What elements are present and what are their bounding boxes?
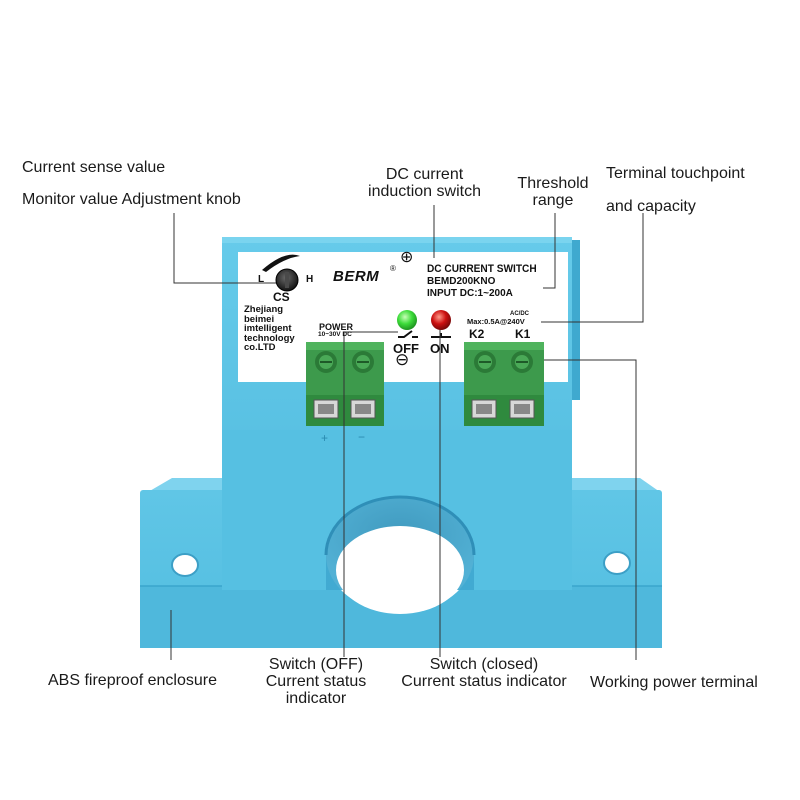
plus-mark: + bbox=[321, 431, 329, 445]
maker-line5: co.LTD bbox=[244, 342, 276, 353]
rating-label: Max:0.5A@240V bbox=[467, 317, 525, 326]
annotation-switch-off-line1: Switch (OFF) bbox=[268, 656, 364, 673]
on-label: ON bbox=[430, 341, 450, 356]
brand-registered-mark: ® bbox=[390, 264, 396, 273]
annotation-dc-switch-line2: induction switch bbox=[368, 183, 481, 200]
plus-symbol: ⊕ bbox=[400, 249, 414, 266]
maker-line4: technology bbox=[244, 332, 295, 344]
annotation-switch-off-line3: indicator bbox=[285, 690, 347, 707]
knob-name-label: CS bbox=[273, 290, 290, 304]
maker-block: Zhejiang beimei imtelligent technology c… bbox=[244, 305, 295, 353]
maker-line3: imtelligent bbox=[244, 323, 292, 334]
leader-terminal bbox=[541, 213, 644, 323]
led-off-indicator bbox=[397, 310, 417, 330]
power-label: POWER bbox=[319, 322, 354, 332]
annotation-sense-value: Current sense value bbox=[22, 159, 166, 176]
leader-power-terminal bbox=[544, 359, 637, 660]
device-title: DC CURRENT SWITCH bbox=[427, 263, 537, 275]
annotation-adjust-knob: Monitor value Adjustment knob bbox=[22, 191, 241, 208]
annotation-power-terminal: Working power terminal bbox=[590, 674, 758, 691]
leader-threshold bbox=[543, 213, 556, 289]
annotation-terminal: Terminal touchpoint and capacity bbox=[606, 157, 745, 223]
annotation-switch-off: Switch (OFF) Current status indicator bbox=[257, 656, 375, 707]
maker-line1: Zhejiang bbox=[244, 304, 284, 315]
annotation-dc-switch: DC current induction switch bbox=[362, 166, 487, 200]
minus-mark: − bbox=[358, 430, 366, 444]
led-on-indicator bbox=[431, 310, 451, 330]
leader-switch-off bbox=[343, 331, 398, 657]
off-switch-symbol bbox=[398, 330, 418, 338]
annotation-switch-closed-line2: Current status indicator bbox=[401, 673, 567, 690]
acdc-label: AC/DC bbox=[510, 311, 529, 317]
annotation-switch-off-line2: Current status bbox=[265, 673, 367, 690]
device-model: BEMD200KNO bbox=[427, 276, 496, 287]
maker-line2: beimei bbox=[244, 313, 275, 325]
annotation-enclosure: ABS fireproof enclosure bbox=[48, 672, 217, 689]
off-label: OFF bbox=[393, 341, 419, 356]
annotation-dc-switch-line1: DC current bbox=[385, 166, 464, 183]
minus-symbol: ⊖ bbox=[395, 350, 410, 369]
annotation-terminal-line2: and capacity bbox=[606, 198, 696, 215]
knob-high-label: H bbox=[306, 274, 314, 285]
brand-logo: BERM bbox=[333, 268, 380, 285]
power-range-label: 10~30V DC bbox=[318, 331, 352, 338]
annotation-switch-closed: Switch (closed) Current status indicator bbox=[385, 656, 583, 690]
mounting-hole-left bbox=[171, 553, 199, 577]
leader-knob bbox=[173, 213, 276, 284]
annotation-threshold: Threshold range bbox=[510, 175, 596, 209]
k2-label: K2 bbox=[469, 327, 485, 341]
leader-lines bbox=[170, 205, 644, 660]
annotation-switch-closed-line1: Switch (closed) bbox=[429, 656, 539, 673]
mounting-hole-right bbox=[603, 551, 631, 575]
device-input-range: INPUT DC:1~200A bbox=[427, 288, 513, 299]
annotation-threshold-line1: Threshold bbox=[517, 175, 589, 192]
annotation-threshold-line2: range bbox=[532, 192, 574, 209]
on-switch-symbol bbox=[431, 333, 451, 338]
annotation-terminal-line1: Terminal touchpoint bbox=[606, 165, 745, 182]
knob-low-label: L bbox=[258, 274, 265, 285]
k1-label: K1 bbox=[515, 327, 531, 341]
